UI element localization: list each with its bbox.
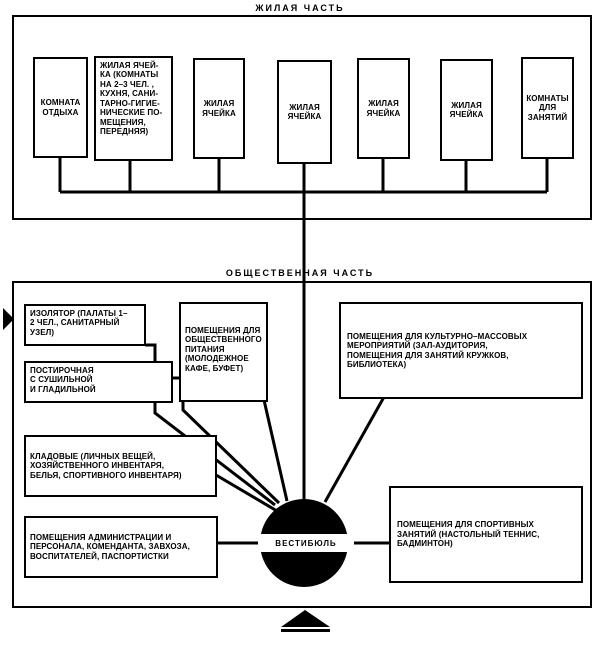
vestibule-label: ВЕСТИБЮЛЬ [258,534,354,552]
cell-study-rooms: КОМНАТЫ ДЛЯ ЗАНЯТИЙ [521,57,574,159]
box-storage: КЛАДОВЫЕ (ЛИЧНЫХ ВЕЩЕЙ, ХОЗЯЙСТВЕННОГО И… [24,435,217,497]
cell-living-unit-4: ЖИЛАЯ ЯЧЕЙКА [440,59,493,161]
main-entrance-base [281,629,330,632]
cell-connectors [58,156,549,192]
public-title: ОБЩЕСТВЕННАЯ ЧАСТЬ [225,268,375,278]
cell-living-unit-detailed: ЖИЛАЯ ЯЧЕЙ- КА (КОМНАТЫ НА 2–3 ЧЕЛ. , КУ… [94,56,173,161]
residential-frame [12,15,592,220]
public-frame [12,281,592,608]
main-entrance-symbol [281,610,330,627]
box-catering: ПОМЕЩЕНИЯ ДЛЯ ОБЩЕСТВЕННОГО ПИТАНИЯ (МОЛ… [179,302,268,402]
box-laundry: ПОСТИРОЧНАЯ С СУШИЛЬНОЙ И ГЛАДИЛЬНОЙ [24,361,173,403]
cell-living-unit-3: ЖИЛАЯ ЯЧЕЙКА [357,58,410,159]
box-isolator: ИЗОЛЯТОР (ПАЛАТЫ 1– 2 ЧЕЛ., САНИТАРНЫЙ У… [24,304,146,346]
box-administration: ПОМЕЩЕНИЯ АДМИНИСТРАЦИИ И ПЕРСОНАЛА, КОМ… [24,516,218,578]
cell-living-unit-2: ЖИЛАЯ ЯЧЕЙКА [277,60,332,164]
cell-living-unit-1: ЖИЛАЯ ЯЧЕЙКА [193,58,245,159]
cell-rest-room: КОМНАТА ОТДЫХА [33,57,88,158]
side-entry-arrow [3,308,14,330]
residential-title: ЖИЛАЯ ЧАСТЬ [255,3,345,13]
box-culture: ПОМЕЩЕНИЯ ДЛЯ КУЛЬТУРНО–МАССОВЫХ МЕРОПРИ… [339,302,583,399]
box-sports: ПОМЕЩЕНИЯ ДЛЯ СПОРТИВНЫХ ЗАНЯТИЙ (НАСТОЛ… [389,486,583,583]
